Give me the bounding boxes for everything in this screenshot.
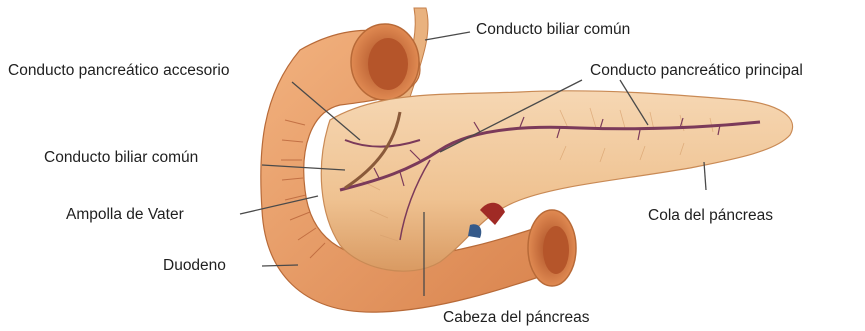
label-common-bile-duct-left: Conducto biliar común (44, 150, 198, 166)
label-pancreas-head: Cabeza del páncreas (443, 310, 590, 326)
label-pancreas-tail: Cola del páncreas (648, 208, 773, 224)
label-main-pancreatic-duct: Conducto pancreático principal (590, 63, 803, 79)
label-duodenum: Duodeno (163, 258, 226, 274)
leader-tail (704, 162, 706, 190)
label-common-bile-duct-top: Conducto biliar común (476, 22, 630, 38)
label-accessory-pancreatic-duct: Conducto pancreático accesorio (8, 63, 229, 79)
leader-common-bile-duct-top (425, 32, 470, 40)
label-ampulla-of-vater: Ampolla de Vater (66, 207, 184, 223)
